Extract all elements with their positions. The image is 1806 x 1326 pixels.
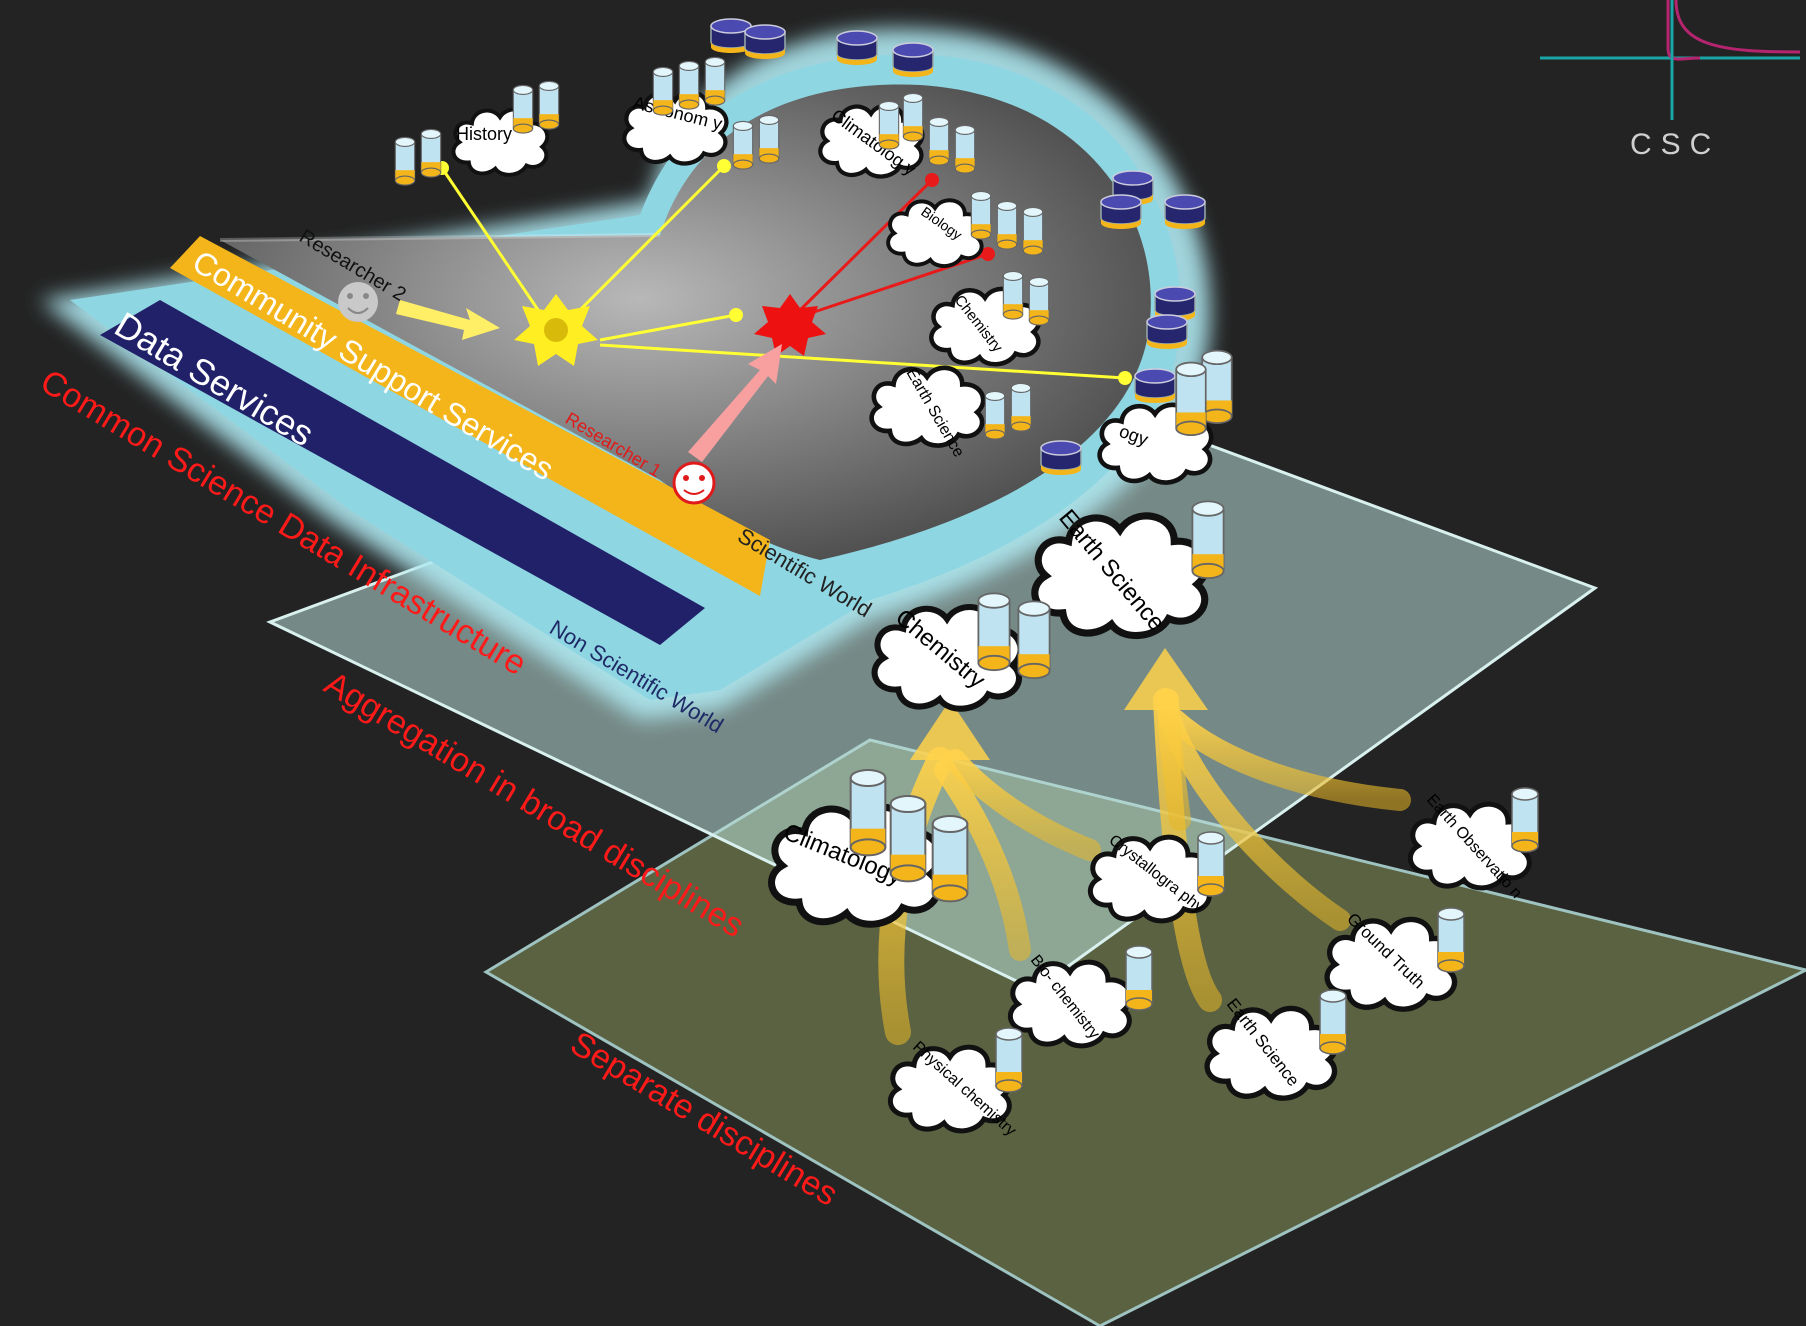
middle-cloud-chemistry: Chemistry bbox=[875, 592, 1051, 708]
top-cloud-earth-science: Earth Science bbox=[872, 366, 984, 460]
csc-logo: CSC bbox=[1540, 0, 1801, 161]
bottom-cloud-bio-chemistry: Bio- chemistry bbox=[1010, 945, 1153, 1046]
researcher-1-arrow bbox=[688, 344, 782, 462]
smiley-icon-red bbox=[672, 461, 716, 505]
yellow-connections bbox=[440, 164, 1126, 380]
bottom-cloud-earth-science: Earth Science bbox=[1207, 989, 1347, 1098]
researcher-2-arrow bbox=[396, 300, 500, 340]
top-cloud-chemistry: Chemistry bbox=[931, 289, 1039, 364]
community-support-band bbox=[170, 236, 770, 596]
top-cloud-partial: ogy bbox=[1100, 405, 1212, 483]
bottom-cloud-crystallography: Crystallogra phy bbox=[1090, 831, 1225, 921]
arrowhead-chemistry bbox=[910, 700, 990, 760]
middle-cloud-earth-science: Earth Science bbox=[1035, 500, 1225, 636]
top-cloud-biology: Biology bbox=[886, 198, 985, 269]
smiley-icon bbox=[338, 282, 378, 322]
svg-text:History: History bbox=[456, 124, 512, 144]
logo-text: CSC bbox=[1630, 128, 1720, 161]
data-services-band bbox=[100, 300, 705, 645]
top-cloud-history: History bbox=[453, 109, 547, 174]
bottom-cloud-ground-truth: Ground Truth bbox=[1327, 907, 1465, 1009]
red-hub-star bbox=[754, 294, 826, 356]
bottom-cloud-physical-chemistry: Physical chemistry bbox=[890, 1027, 1023, 1140]
middle-cylinders-partial bbox=[1175, 361, 1207, 436]
middle-cloud-climatology: Climatology bbox=[772, 768, 969, 924]
arrowhead-earth-science bbox=[1124, 648, 1208, 710]
